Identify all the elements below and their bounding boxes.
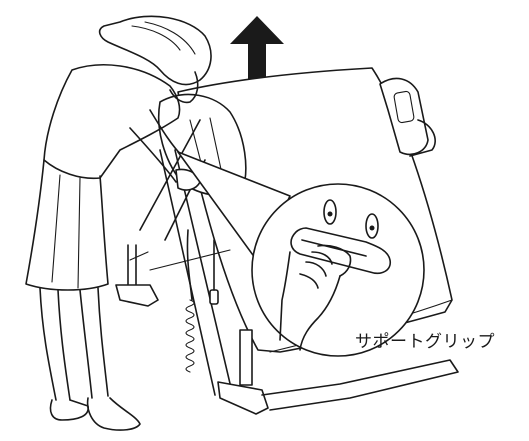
coiled-cord: [186, 230, 218, 372]
woman-figure: [26, 16, 211, 430]
support-grip-label: サポートグリップ: [355, 327, 495, 352]
